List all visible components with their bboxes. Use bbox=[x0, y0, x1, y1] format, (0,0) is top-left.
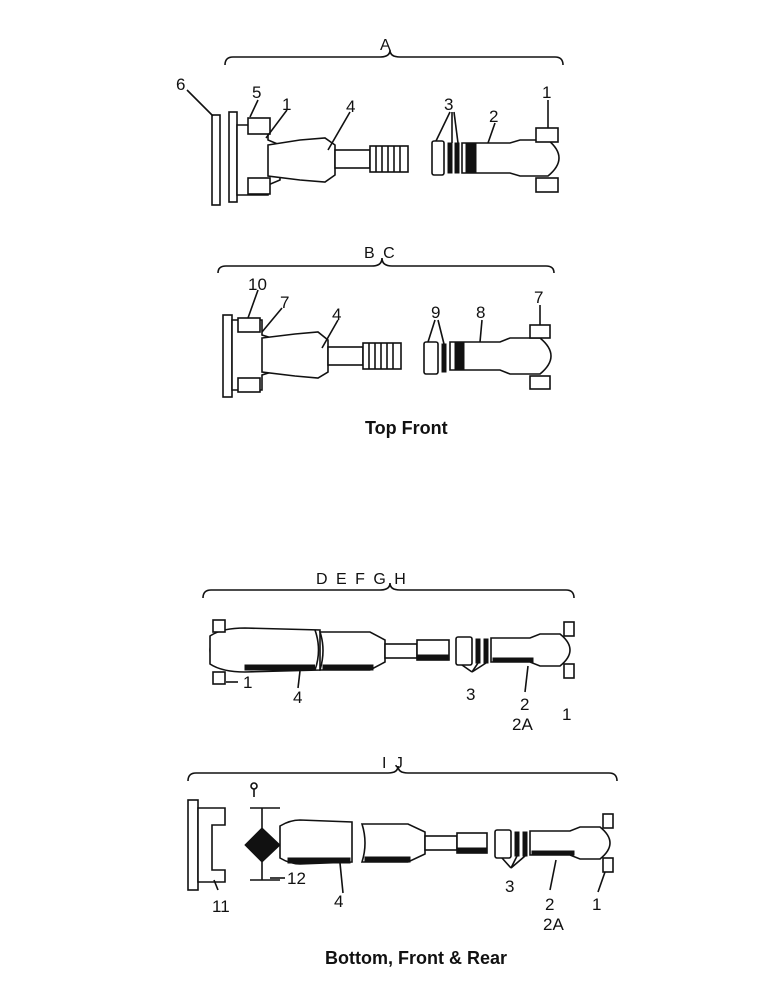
u-joint-cap-bottom-bc bbox=[529, 375, 551, 390]
yoke-ear-top-bc bbox=[237, 317, 261, 333]
part-label-7b: 7 bbox=[534, 288, 543, 307]
part-label-3: 3 bbox=[444, 95, 453, 114]
assembly-bc: B C 10 7 4 9 8 7 bbox=[217, 245, 555, 398]
slip-shadow-ij bbox=[531, 850, 575, 856]
bracket-bc bbox=[217, 257, 555, 274]
bracket-ij bbox=[187, 765, 618, 782]
assembly-defgh: D E F G H 1 4 3 2 2A 1 bbox=[202, 571, 575, 734]
part-label-2a-ij: 2A bbox=[543, 915, 564, 934]
shaft-tube-4-ij bbox=[360, 823, 426, 863]
u-joint-cap-bottom bbox=[535, 177, 559, 193]
tube-shadow-ij-left bbox=[287, 857, 351, 864]
caption-bottom-front-rear: Bottom, Front & Rear bbox=[325, 948, 507, 968]
shaft-neck bbox=[334, 149, 371, 169]
part-label-2-ij: 2 bbox=[545, 895, 554, 914]
group-label-ij: I J bbox=[382, 755, 405, 772]
yoke-ear-bottom bbox=[247, 177, 271, 195]
part-label-8: 8 bbox=[476, 303, 485, 322]
part-label-1-ij: 1 bbox=[592, 895, 601, 914]
seal-3c bbox=[454, 142, 460, 174]
yoke-ear-top bbox=[247, 117, 271, 135]
part-label-7: 7 bbox=[280, 293, 289, 312]
flange-plate-6 bbox=[211, 114, 221, 206]
shaft-tube-4 bbox=[267, 137, 336, 183]
u-joint-cap-top bbox=[535, 127, 559, 143]
part-label-6: 6 bbox=[176, 75, 185, 94]
spline-shadow-ij bbox=[456, 847, 488, 853]
tube-shadow-right bbox=[322, 664, 374, 671]
companion-flange-10 bbox=[222, 314, 233, 398]
part-label-1: 1 bbox=[282, 95, 291, 114]
cap-right-top-ij bbox=[602, 813, 614, 829]
part-label-1-defgh: 1 bbox=[243, 673, 252, 692]
part-label-3-defgh: 3 bbox=[466, 685, 475, 704]
part-label-1b-defgh: 1 bbox=[562, 705, 571, 724]
cap-right-top bbox=[563, 621, 575, 637]
slip-yoke-2 bbox=[461, 139, 560, 177]
cap-right-bottom bbox=[563, 663, 575, 679]
companion-flange-11 bbox=[187, 799, 199, 891]
flange-yoke-11 bbox=[197, 807, 226, 883]
shaft-neck-defgh bbox=[384, 643, 418, 659]
seal-3c-ij bbox=[522, 831, 528, 857]
seal-9a bbox=[423, 341, 439, 375]
part-label-4-defgh: 4 bbox=[293, 688, 302, 707]
spline-band-bc bbox=[454, 341, 465, 371]
bracket-defgh bbox=[202, 582, 575, 599]
assembly-ij: I J 11 12 4 bbox=[187, 755, 618, 934]
shaft-neck-bc bbox=[327, 346, 364, 366]
part-label-5: 5 bbox=[252, 83, 261, 102]
spline-band bbox=[465, 142, 477, 174]
tube-gap-left bbox=[314, 629, 320, 671]
assembly-a: A 6 5 bbox=[176, 37, 564, 206]
seal-3b bbox=[447, 142, 453, 174]
cap-top-defgh bbox=[212, 619, 226, 633]
seal-3a bbox=[431, 140, 445, 176]
grease-fitting bbox=[250, 782, 258, 790]
yoke-ear-bottom-bc bbox=[237, 377, 261, 393]
seal-3b-ij bbox=[514, 831, 520, 857]
part-label-2a-defgh: 2A bbox=[512, 715, 533, 734]
tube-shadow-ij-right bbox=[364, 856, 411, 863]
seal-3a-ij bbox=[494, 829, 512, 859]
slip-yoke-8 bbox=[449, 337, 552, 375]
group-label-a: A bbox=[380, 37, 393, 54]
shaft-tube-4-bc bbox=[261, 331, 329, 379]
tube-shadow-left bbox=[244, 664, 316, 671]
u-joint-cap-top-bc bbox=[529, 324, 551, 339]
part-label-4: 4 bbox=[346, 97, 355, 116]
center-bearing-12 bbox=[244, 827, 281, 863]
part-label-2-defgh: 2 bbox=[520, 695, 529, 714]
shaft-neck-ij bbox=[424, 835, 458, 851]
spline-shadow-defgh bbox=[416, 654, 450, 660]
group-label-bc: B C bbox=[364, 245, 397, 262]
caption-top-front: Top Front bbox=[365, 418, 448, 438]
part-label-4-ij: 4 bbox=[334, 892, 343, 911]
part-label-1b: 1 bbox=[542, 83, 551, 102]
part-label-10: 10 bbox=[248, 275, 267, 294]
seal-3c-defgh bbox=[483, 638, 489, 664]
part-label-12: 12 bbox=[287, 869, 306, 888]
flange-plate-5 bbox=[228, 111, 238, 203]
slip-shadow-defgh bbox=[492, 657, 534, 663]
part-label-3-ij: 3 bbox=[505, 877, 514, 896]
tube-yoke-ij bbox=[279, 819, 353, 865]
shaft-tube-4-defgh bbox=[318, 631, 386, 671]
part-label-9: 9 bbox=[431, 303, 440, 322]
seal-3b-defgh bbox=[475, 638, 481, 664]
part-label-4-bc: 4 bbox=[332, 305, 341, 324]
part-label-2: 2 bbox=[489, 107, 498, 126]
cap-bottom-defgh bbox=[212, 671, 226, 685]
seal-3a-defgh bbox=[455, 636, 473, 666]
bracket-a bbox=[224, 49, 564, 66]
cap-right-bottom-ij bbox=[602, 857, 614, 873]
seal-9b bbox=[441, 343, 447, 373]
group-label-defgh: D E F G H bbox=[316, 571, 408, 588]
part-label-11: 11 bbox=[212, 897, 230, 916]
